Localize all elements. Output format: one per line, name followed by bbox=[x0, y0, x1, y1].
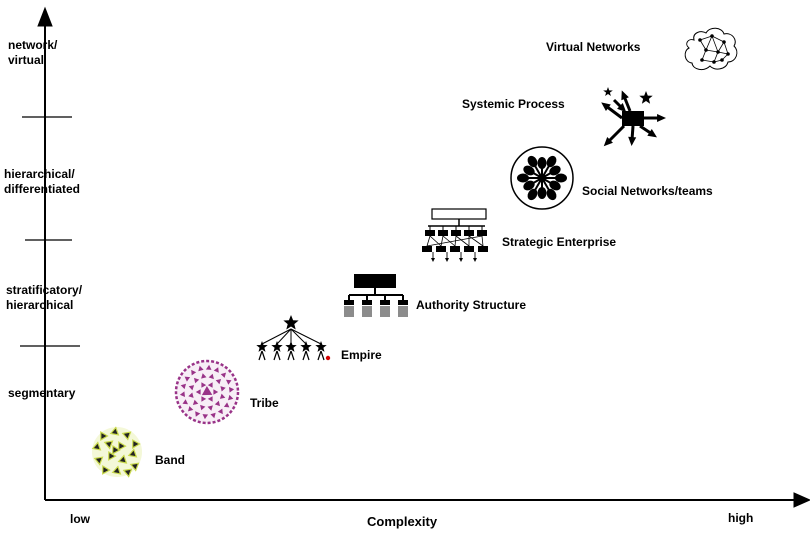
strategic-enterprise-network-icon bbox=[422, 208, 488, 262]
systemic-process-arrows-icon bbox=[601, 87, 666, 147]
stage-label-band: Band bbox=[155, 453, 185, 467]
x-axis-title: Complexity bbox=[367, 514, 438, 529]
authority-org-chart-icon bbox=[344, 274, 408, 317]
y-level-label-segmentary: segmentary bbox=[8, 386, 76, 400]
stage-label-strategic-enterprise: Strategic Enterprise bbox=[502, 235, 617, 249]
stage-label-social-networks: Social Networks/teams bbox=[582, 184, 713, 198]
y-level-label-hierarchical-differentiated: hierarchical/ differentiated bbox=[4, 167, 81, 196]
stage-label-virtual-networks: Virtual Networks bbox=[546, 40, 641, 54]
stage-label-systemic-process: Systemic Process bbox=[462, 97, 565, 111]
x-axis-high-label: high bbox=[728, 511, 754, 525]
axes bbox=[20, 6, 810, 508]
y-level-label-stratificatory-hierarchical: stratificatory/ hierarchical bbox=[6, 283, 83, 312]
tribe-circle-icon bbox=[174, 359, 240, 425]
virtual-network-cloud-icon bbox=[684, 27, 738, 71]
stage-label-authority-structure: Authority Structure bbox=[416, 298, 527, 312]
y-level-label-network-virtual: network/ virtual bbox=[8, 38, 58, 67]
empire-star-tree-icon bbox=[256, 315, 331, 361]
x-axis-arrowhead bbox=[793, 492, 810, 508]
social-network-circle-icon bbox=[510, 146, 574, 210]
stage-label-empire: Empire bbox=[341, 348, 382, 362]
y-axis-arrowhead bbox=[37, 6, 53, 27]
stage-label-tribe: Tribe bbox=[250, 396, 279, 410]
band-cluster-icon bbox=[91, 426, 142, 478]
x-axis-low-label: low bbox=[70, 512, 90, 526]
